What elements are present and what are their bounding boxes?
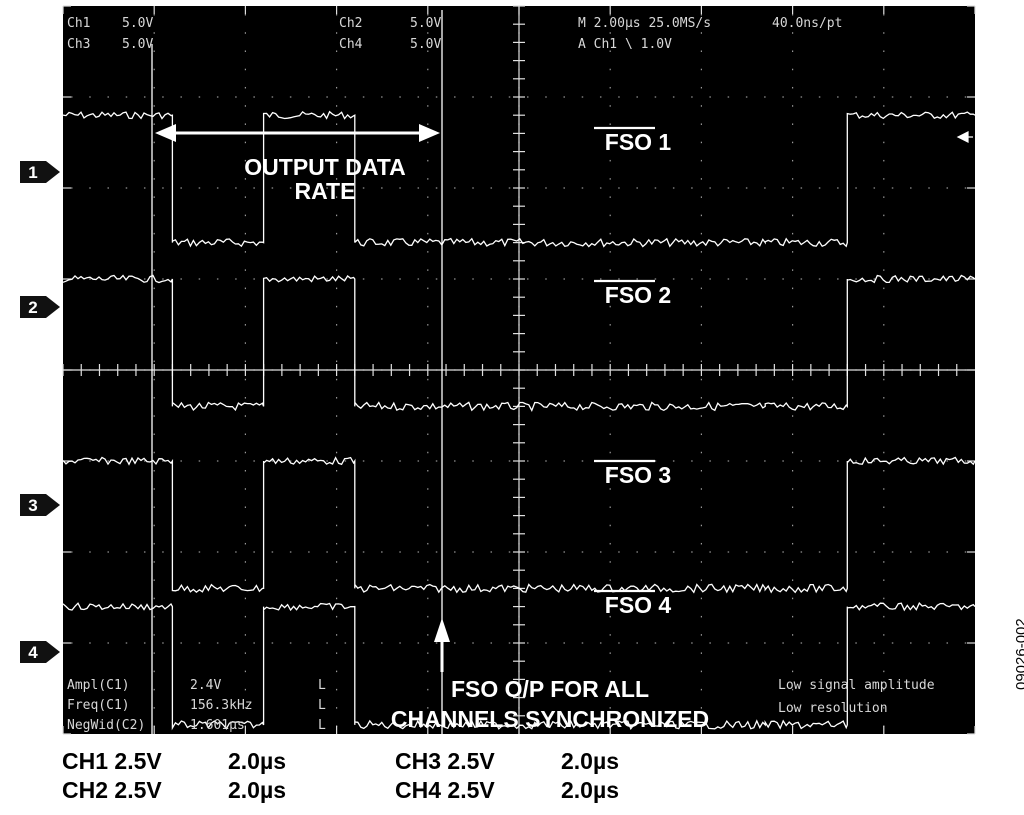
marker-arrow-icon [46, 494, 60, 516]
channel-marker-label: 1 [28, 163, 37, 182]
resolution-readout: 40.0ns/pt [772, 16, 842, 31]
footer-row2-right-time: 2.0µs [561, 777, 620, 803]
marker-arrow-icon [46, 161, 60, 183]
trace-fso-3 [62, 456, 976, 594]
channel-marker-label: 2 [28, 298, 37, 317]
trigger-readout: A Ch1 \ 1.0V [578, 37, 672, 52]
series-label-fso-3: FSO 3 [605, 462, 671, 488]
output-rate-label-1: OUTPUT DATA [244, 154, 405, 180]
ch1-scale: 5.0V [122, 16, 153, 31]
marker-arrow-icon [46, 296, 60, 318]
channel-marker-3 [20, 494, 46, 516]
measurement-value: 1.601µs [190, 718, 245, 733]
footer-row1-right-ch: CH3 2.5V [395, 748, 495, 774]
trigger-level-arrow-icon [956, 131, 973, 143]
trace-fso-1 [62, 110, 976, 248]
waveform-traces [62, 110, 976, 731]
series-label-fso-1: FSO 1 [605, 129, 672, 155]
series-label-fso-4: FSO 4 [605, 592, 672, 618]
footer-row1-left-time: 2.0µs [228, 748, 287, 774]
trace-fso-4 [62, 601, 976, 731]
trace-fso-2 [62, 274, 976, 412]
ch3-label: Ch3 [67, 37, 90, 52]
footer-row2-left-ch: CH2 2.5V [62, 777, 162, 803]
output-rate-label-2: RATE [295, 178, 356, 204]
warning-low-resolution: Low resolution [778, 701, 888, 716]
measurement-label: Ampl(C1) [67, 678, 130, 693]
channel-marker-1 [20, 161, 46, 183]
channel-marker-2 [20, 296, 46, 318]
measurement-flag: L [318, 698, 326, 713]
ch2-scale: 5.0V [410, 16, 441, 31]
graticule [62, 5, 976, 735]
measurement-label: NegWid(C2) [67, 718, 145, 733]
measurement-label: Freq(C1) [67, 698, 130, 713]
footer-row1-left-ch: CH1 2.5V [62, 748, 162, 774]
ch4-scale: 5.0V [410, 37, 441, 52]
footer-row1-right-time: 2.0µs [561, 748, 620, 774]
ch4-label: Ch4 [339, 37, 363, 52]
measurement-value: 156.3kHz [190, 698, 253, 713]
ch1-label: Ch1 [67, 16, 90, 31]
figure-id: 09026-002 [1013, 618, 1024, 690]
channel-marker-4 [20, 641, 46, 663]
series-label-fso-2: FSO 2 [605, 282, 671, 308]
warning-low-amplitude: Low signal amplitude [778, 678, 935, 693]
measurement-flag: L [318, 678, 326, 693]
ch3-scale: 5.0V [122, 37, 153, 52]
timebase-readout: M 2.00µs 25.0MS/s [578, 16, 711, 31]
footer-row2-right-ch: CH4 2.5V [395, 777, 495, 803]
measurement-flag: L [318, 718, 326, 733]
ch2-label: Ch2 [339, 16, 362, 31]
footer-row2-left-time: 2.0µs [228, 777, 287, 803]
output-data-rate-arrow-icon [155, 124, 440, 142]
sync-label-1: FSO O/P FOR ALL [451, 676, 649, 702]
channel-marker-label: 3 [28, 496, 37, 515]
sync-label-2: CHANNELS SYNCHRONIZED [391, 706, 709, 732]
sync-arrow-icon [434, 618, 450, 672]
marker-arrow-icon [46, 641, 60, 663]
channel-marker-label: 4 [28, 643, 38, 662]
measurement-value: 2.4V [190, 678, 221, 693]
